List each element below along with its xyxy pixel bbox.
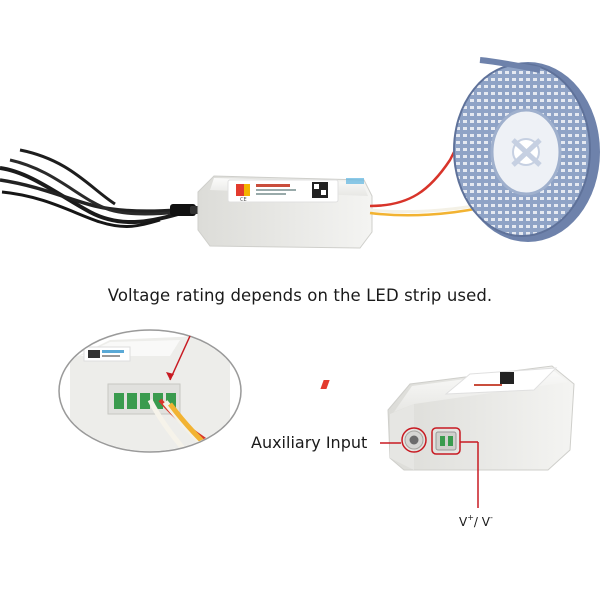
controller-box: CE	[197, 175, 373, 249]
svg-text:CE: CE	[240, 197, 247, 203]
led-strip-reel	[453, 57, 600, 242]
auxiliary-input-callout	[380, 427, 427, 453]
minus-sign: -	[490, 513, 493, 522]
separator: / V	[473, 515, 490, 529]
voltage-callout	[431, 427, 479, 508]
side-view-label	[320, 367, 558, 395]
v-plus-letter: V	[459, 515, 468, 529]
product-label: CE	[227, 179, 339, 203]
connector-zoom-view	[58, 329, 242, 453]
auxiliary-input-label: Auxiliary Input	[251, 433, 368, 452]
plus-sign: +	[467, 513, 474, 522]
voltage-caption: Voltage rating depends on the LED strip …	[107, 286, 493, 305]
voltage-terminal-label: V+/ V-	[459, 513, 493, 529]
power-cable	[0, 148, 202, 228]
controller-side-view	[320, 365, 575, 471]
